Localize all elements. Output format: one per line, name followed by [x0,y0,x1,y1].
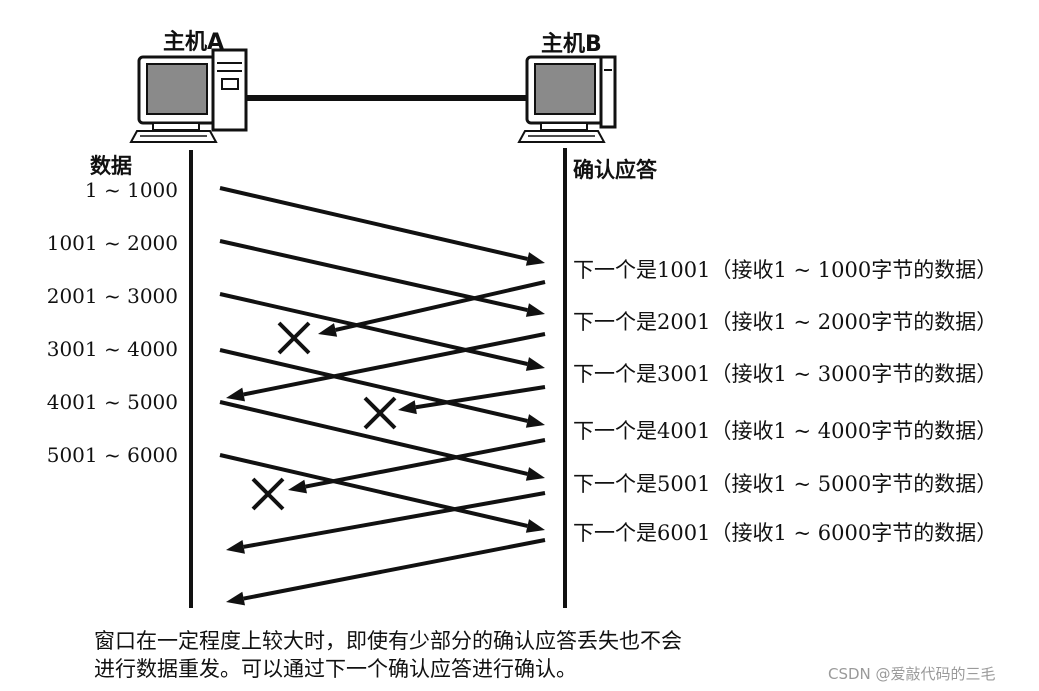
arrows-group [220,188,545,605]
data-segment-label: 1 ~ 1000 [8,178,178,202]
lost-ack-x-icon [365,398,395,428]
data-segment-label: 5001 ~ 6000 [8,443,178,467]
ack-arrow [226,540,545,605]
ack-label: 下一个是2001（接收1 ~ 2000字节的数据） [573,306,997,336]
data-column-title: 数据 [90,150,132,180]
computer-a-icon [131,50,246,142]
watermark: CSDN @爱敲代码的三毛 [828,663,996,684]
ack-label: 下一个是3001（接收1 ~ 3000字节的数据） [573,358,997,388]
computer-b-icon [519,57,615,142]
lost-ack-x-icon [253,479,283,509]
ack-label: 下一个是5001（接收1 ~ 5000字节的数据） [573,468,997,498]
ack-column-title: 确认应答 [573,154,657,184]
data-segment-label: 4001 ~ 5000 [8,390,178,414]
ack-label: 下一个是4001（接收1 ~ 4000字节的数据） [573,415,997,445]
data-segment-label: 3001 ~ 4000 [8,337,178,361]
ack-arrow [226,334,545,401]
data-segment-label: 1001 ~ 2000 [8,231,178,255]
caption-line-2: 进行数据重发。可以通过下一个确认应答进行确认。 [94,653,577,683]
ack-label: 下一个是6001（接收1 ~ 6000字节的数据） [573,517,997,547]
ack-label: 下一个是1001（接收1 ~ 1000字节的数据） [573,254,997,284]
data-arrow [220,188,545,266]
data-segment-label: 2001 ~ 3000 [8,284,178,308]
caption-line-1: 窗口在一定程度上较大时，即使有少部分的确认应答丢失也不会 [94,625,682,655]
lost-ack-x-icon [279,323,309,353]
